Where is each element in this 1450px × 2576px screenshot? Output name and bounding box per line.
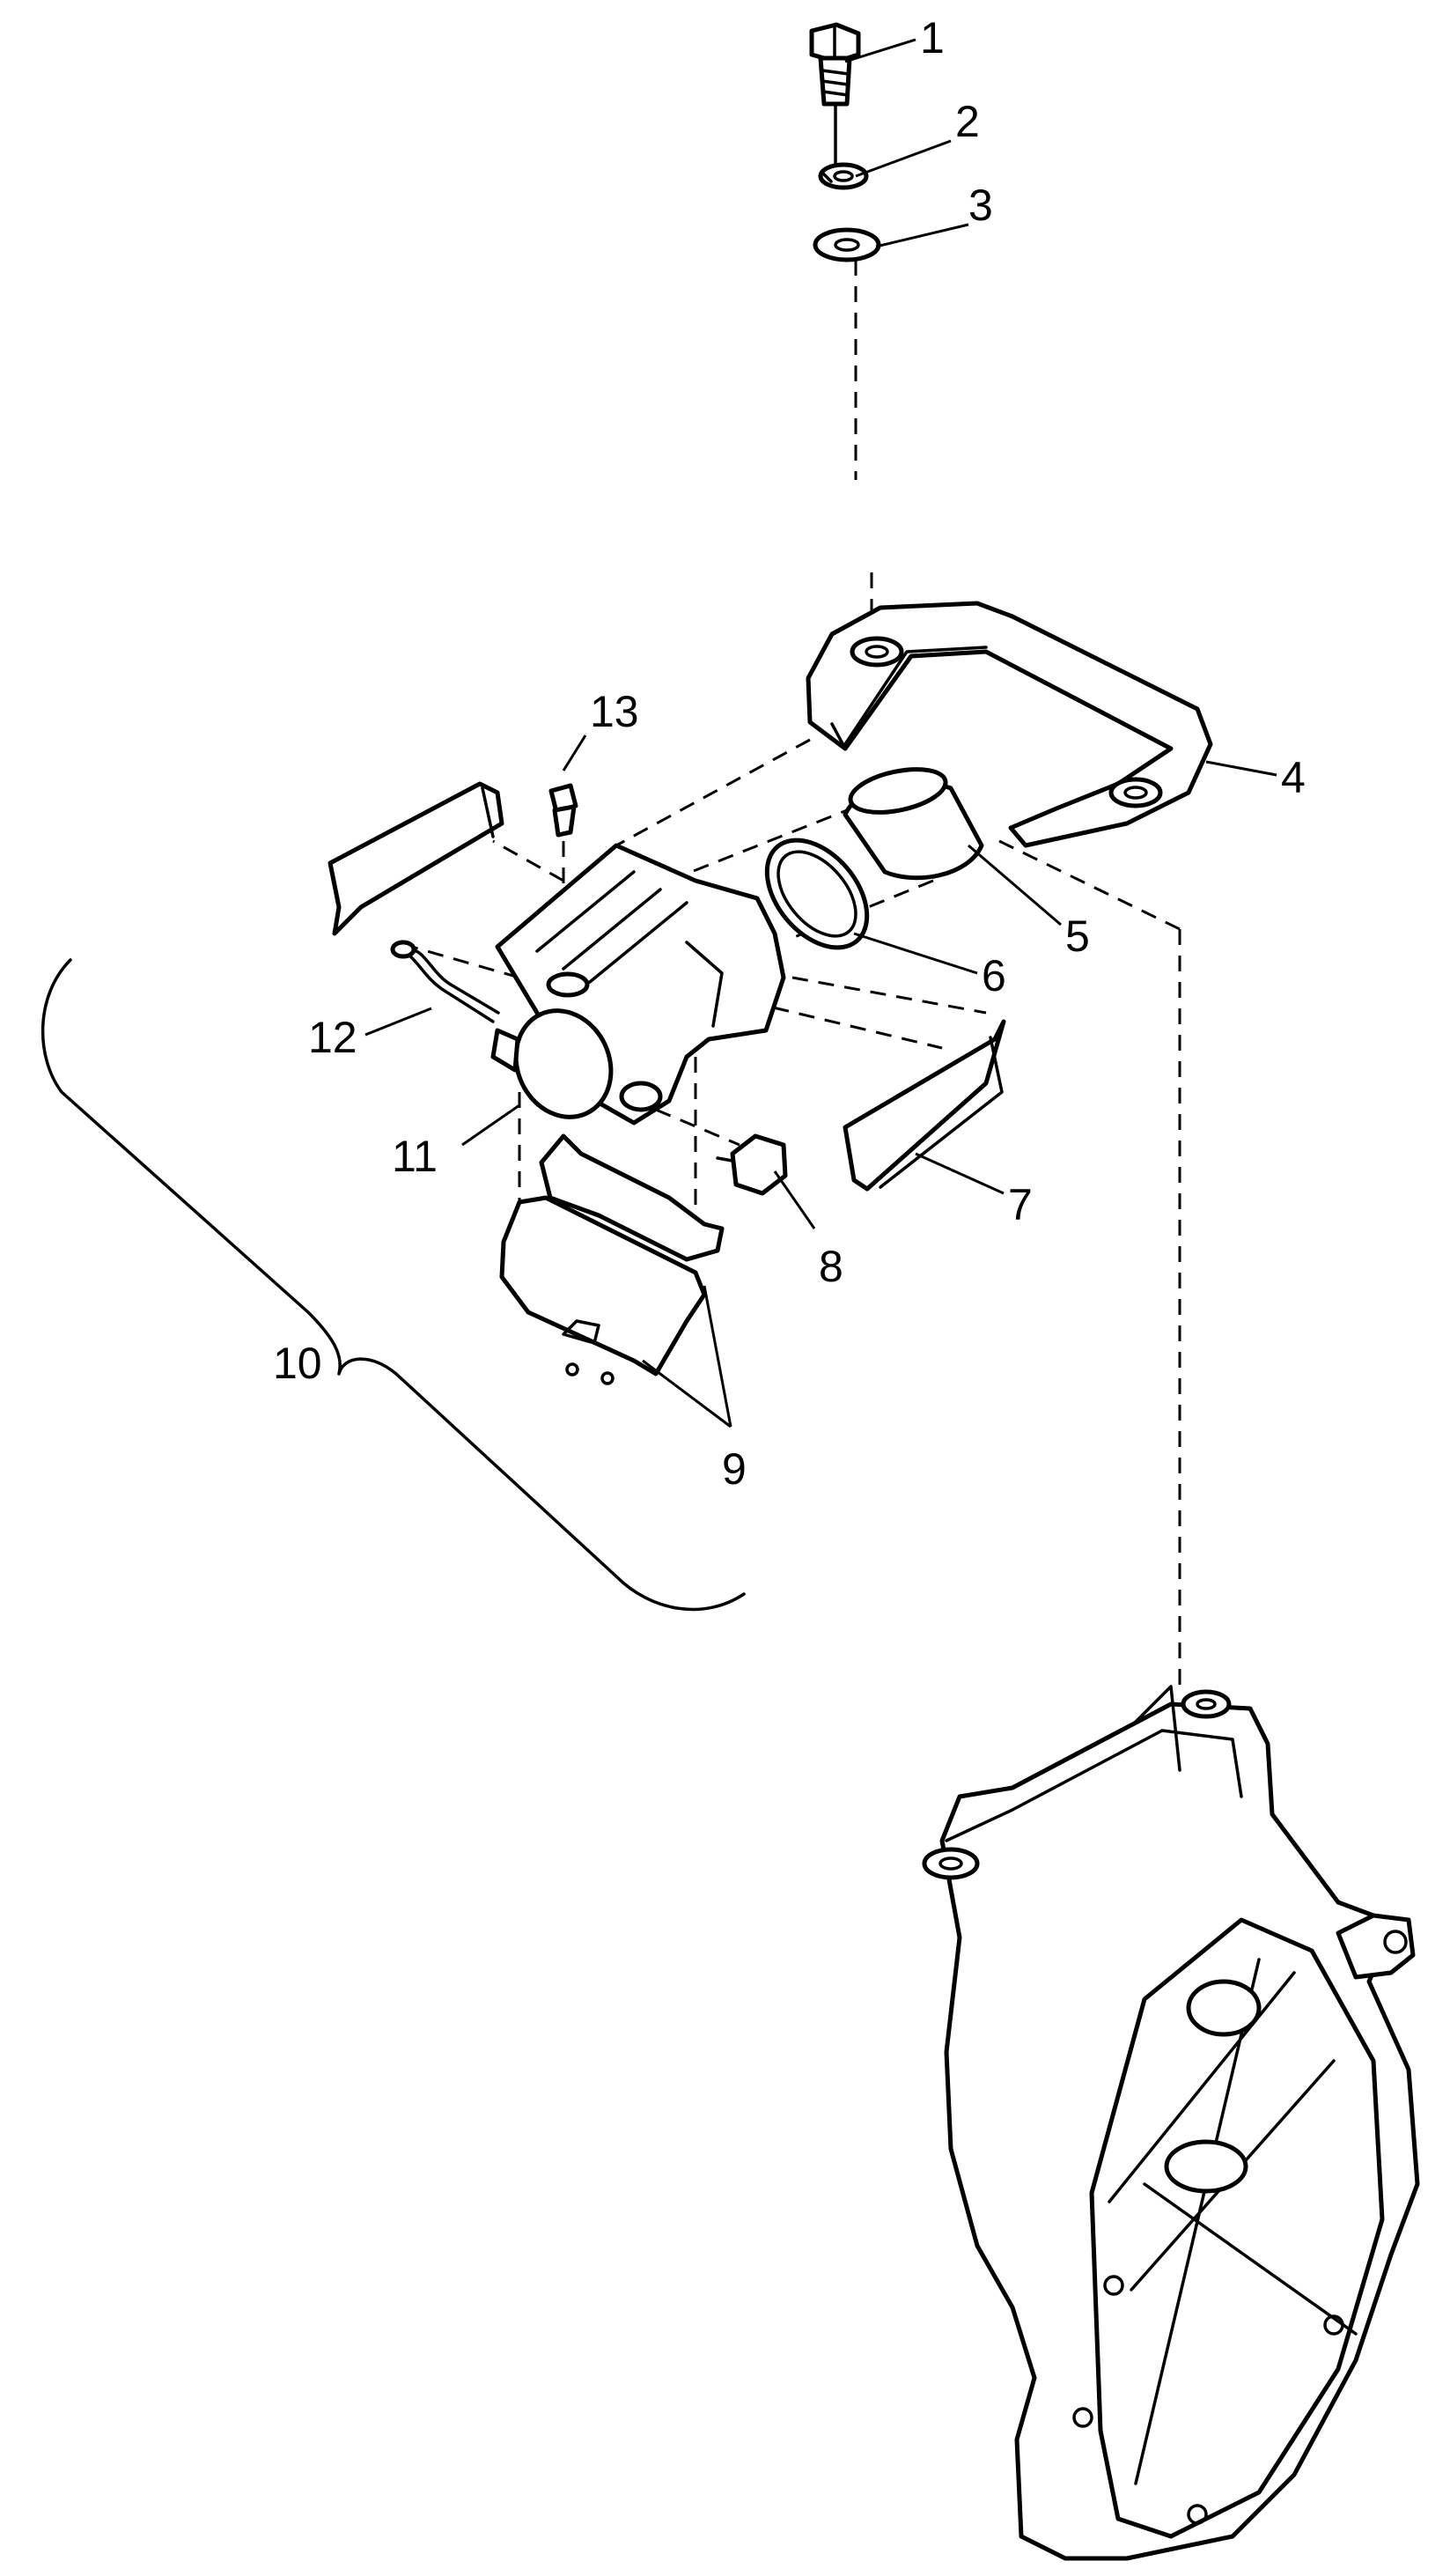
callout-13: 13 [590,687,639,736]
upper-pad [328,781,504,936]
nut [716,1133,788,1196]
bolt [809,22,861,169]
assembly-brace [40,958,746,1612]
flat-washer [813,227,881,262]
piston [843,767,984,881]
lower-pad [843,1019,1006,1192]
housing [922,1685,1420,2561]
lock-washer [818,162,869,190]
callout-1: 1 [920,13,945,63]
callout-10: 10 [273,1339,322,1388]
callout-3: 3 [968,181,993,230]
mounting-bracket [806,601,1213,848]
callout-4: 4 [1281,753,1306,802]
callout-7: 7 [1008,1180,1033,1229]
callout-2: 2 [955,97,980,146]
caliper-cylinder [490,1008,614,1119]
callout-8: 8 [819,1242,843,1291]
callout-6: 6 [982,951,1006,1000]
brake-pad-set [499,1133,725,1385]
callout-11: 11 [392,1132,438,1181]
seal-ring [764,838,870,950]
callout-12: 12 [308,1013,357,1062]
leader-lines [364,38,1277,1428]
callout-9: 9 [722,1444,747,1494]
callouts: 1 2 3 4 5 6 7 8 9 10 11 12 13 [273,13,1306,1494]
bleeder-screw [548,783,578,838]
callout-5: 5 [1065,912,1090,961]
brake-line [390,940,500,1023]
